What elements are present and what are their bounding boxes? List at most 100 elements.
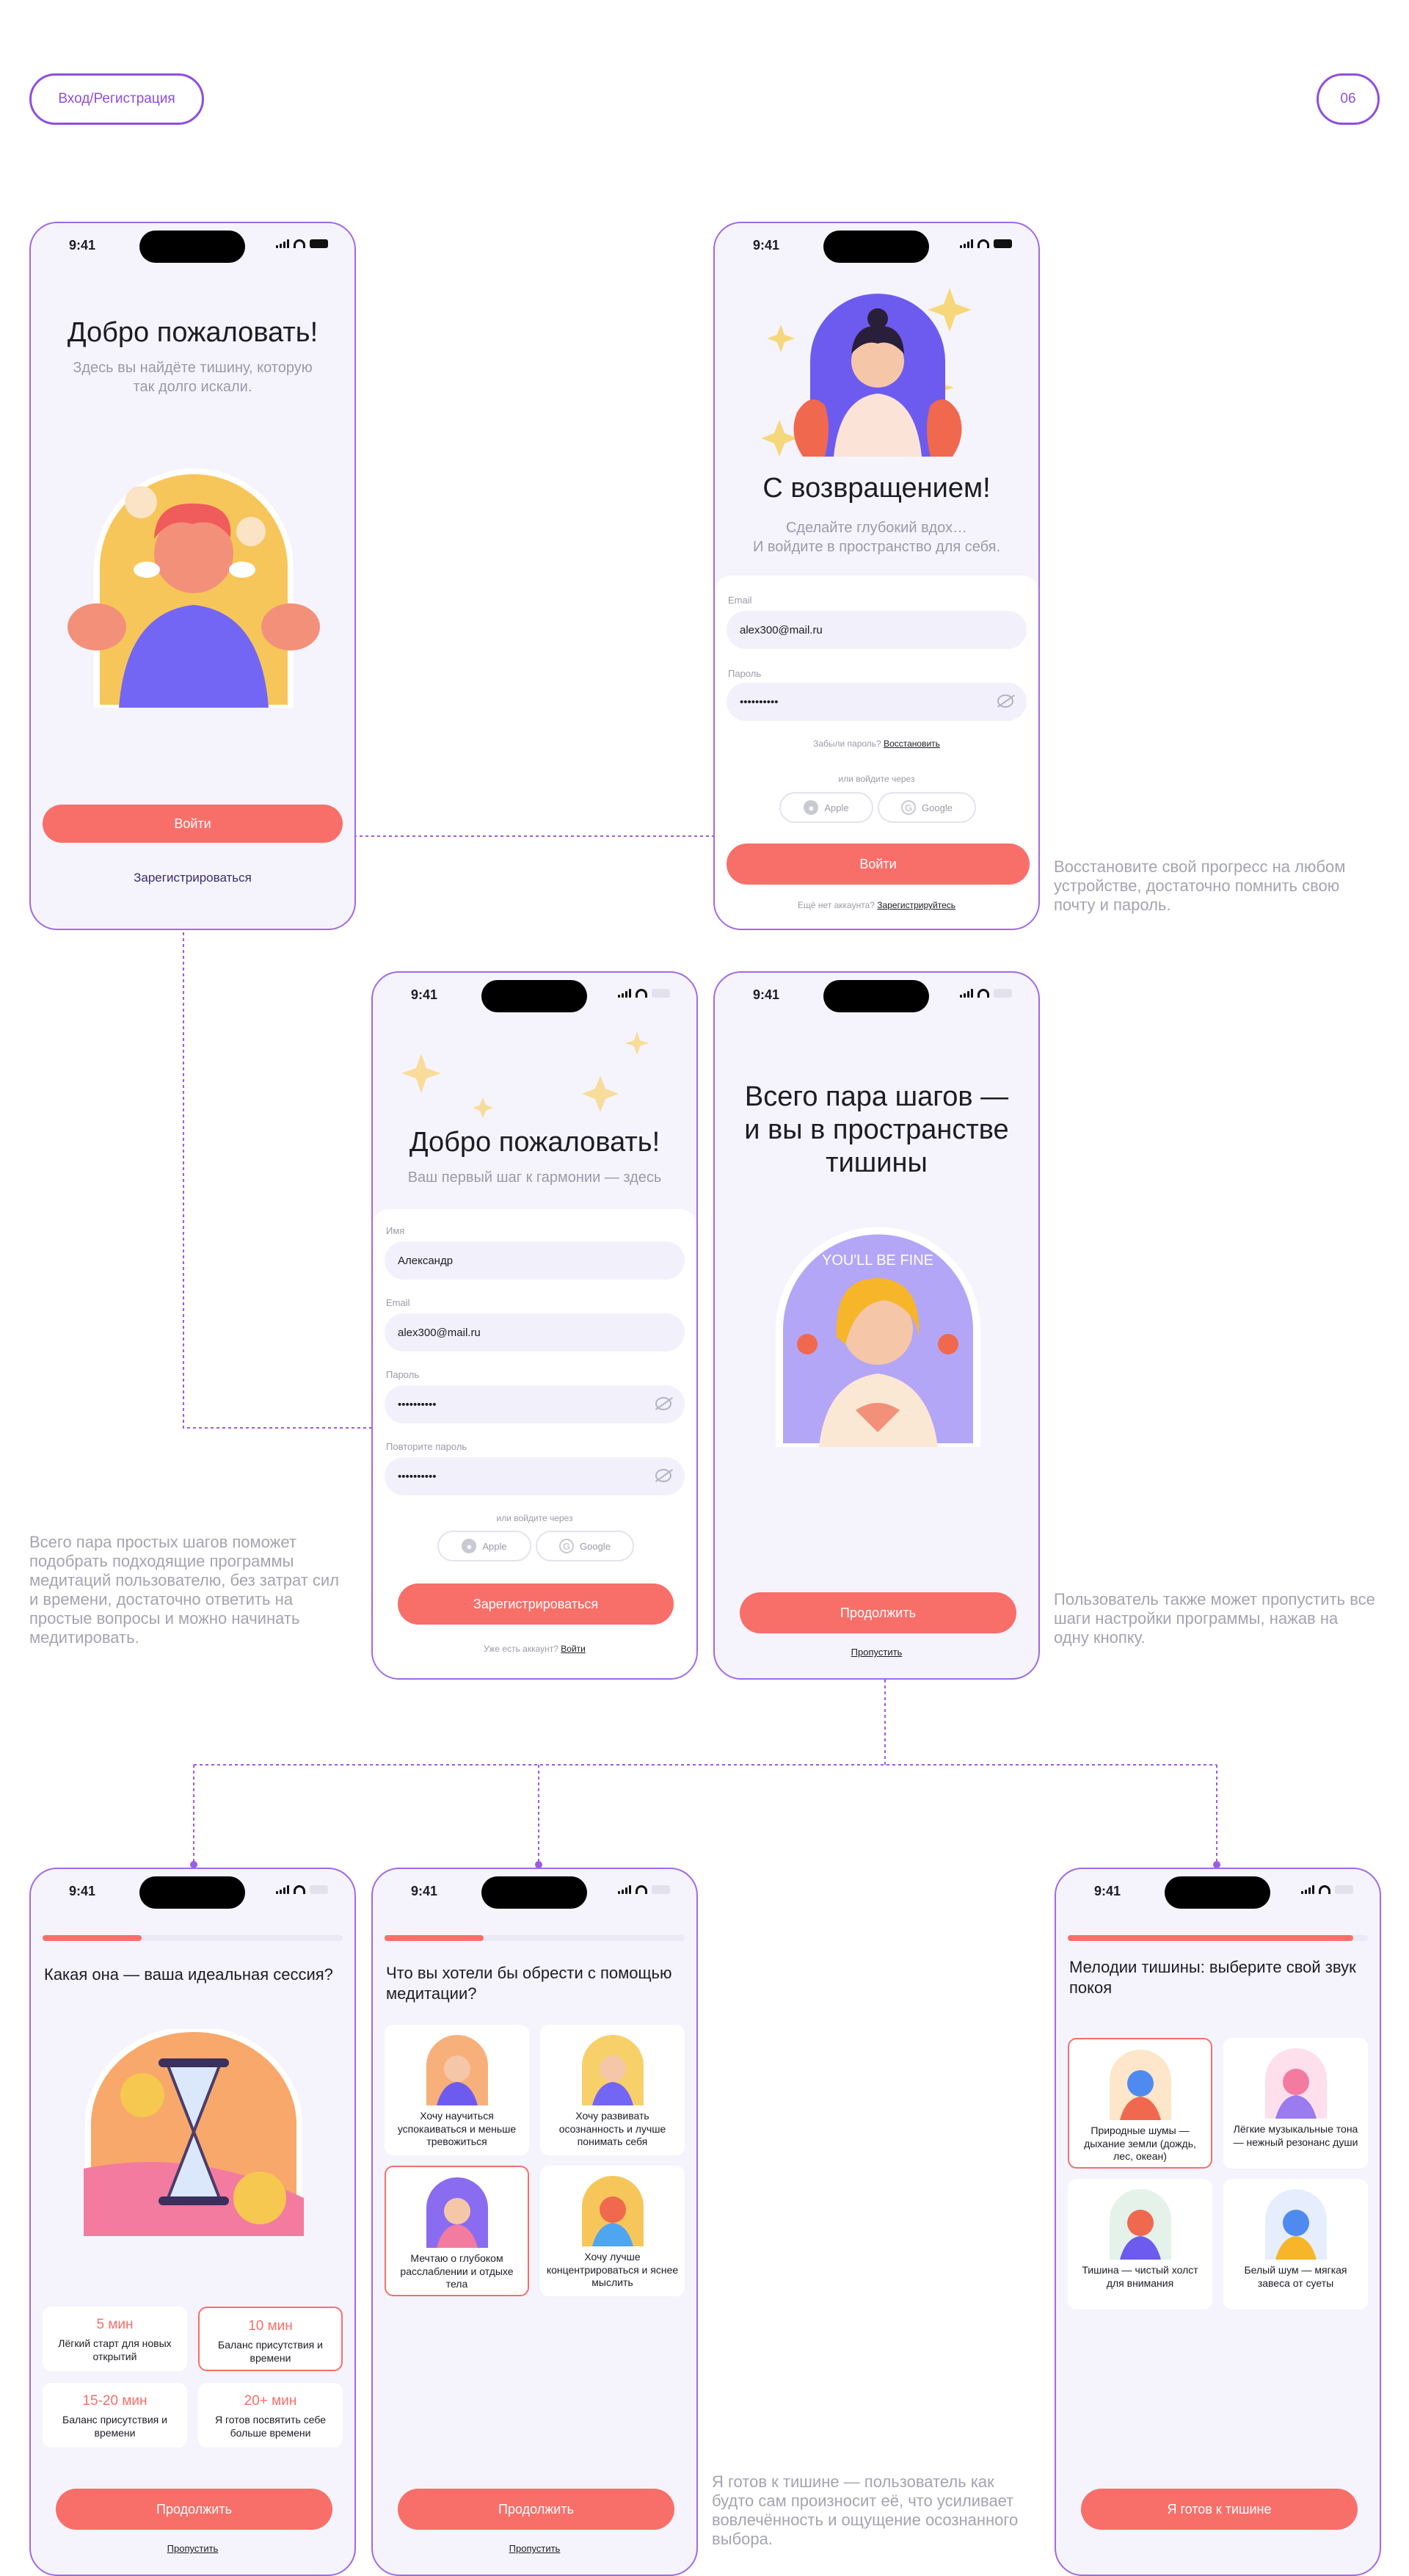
password-label: Пароль	[386, 1369, 420, 1380]
youll-be-fine-illustration: YOU'LL BE FINE	[776, 1227, 980, 1447]
progress-bar	[385, 1935, 685, 1941]
goal-option[interactable]: Хочу развивать осознанность и лучше пони…	[540, 2025, 685, 2155]
option-text: Хочу развивать осознанность и лучше пони…	[558, 2110, 666, 2147]
wifi-icon	[636, 989, 647, 998]
battery-icon	[310, 1885, 328, 1894]
dynamic-island	[139, 231, 245, 263]
dynamic-island	[481, 1876, 587, 1909]
option-illustration	[576, 2032, 649, 2105]
no-account-row: Ещё нет аккаунта? Зарегистрируйтесь	[797, 900, 956, 910]
hide-password-icon[interactable]	[997, 694, 1013, 708]
wifi-icon	[977, 239, 989, 248]
option-text: Хочу лучше концентрироваться и яснее мыс…	[546, 2251, 679, 2288]
wifi-icon	[636, 1885, 647, 1894]
signal-icon	[618, 1885, 631, 1894]
option-illustration	[1104, 2186, 1177, 2260]
page-title: Добро пожаловать!	[67, 317, 318, 348]
session-length-screen: 9:41 Какая она — ваша идеальная сессия? …	[29, 1868, 356, 2576]
status-bar: 9:41	[715, 973, 1038, 1015]
restore-password-link[interactable]: Восстановить	[884, 739, 940, 749]
repeat-password-field[interactable]: ••••••••••	[385, 1457, 685, 1495]
apple-login-button[interactable]: ●Apple	[437, 1531, 531, 1561]
status-bar: 9:41	[373, 1869, 696, 1912]
sound-option[interactable]: Природные шумы — дыхание земли (дождь, л…	[1068, 2038, 1212, 2169]
sound-option[interactable]: Лёгкие музыкальные тона — нежный резонан…	[1223, 2038, 1368, 2169]
status-time: 9:41	[411, 987, 438, 1002]
or-login-via: или войдите через	[838, 774, 915, 784]
option-illustration	[1259, 2045, 1333, 2119]
wifi-icon	[977, 989, 989, 998]
status-bar: 9:41	[715, 223, 1038, 266]
apple-login-button[interactable]: ●Apple	[779, 792, 873, 823]
skip-link[interactable]: Пропустить	[851, 1647, 903, 1658]
skip-link[interactable]: Пропустить	[167, 2543, 219, 2554]
subtitle-line-1: Здесь вы найдёте тишину, которую	[73, 360, 313, 376]
login-link[interactable]: Войти	[561, 1644, 586, 1654]
continue-button[interactable]: Продолжить	[740, 1592, 1016, 1633]
session-option-time: 10 мин	[248, 2318, 293, 2334]
continue-button[interactable]: Продолжить	[398, 2489, 674, 2530]
register-button[interactable]: Зарегистрироваться	[398, 1583, 674, 1625]
hide-password-icon[interactable]	[655, 1397, 671, 1410]
register-form: Имя Александр Email alex300@mail.ru Паро…	[373, 1209, 696, 1678]
session-option-time: 15-20 мин	[82, 2393, 148, 2409]
sound-option[interactable]: Тишина — чистый холст для внимания	[1068, 2179, 1212, 2310]
option-illustration	[420, 2032, 494, 2105]
battery-icon	[994, 239, 1012, 248]
email-field[interactable]: alex300@mail.ru	[727, 611, 1027, 649]
hourglass-illustration	[84, 2029, 304, 2236]
woman-with-tea-illustration	[761, 288, 972, 457]
skip-link[interactable]: Пропустить	[509, 2543, 561, 2554]
wifi-icon	[294, 1885, 305, 1894]
continue-button[interactable]: Продолжить	[56, 2489, 332, 2530]
sparkles-decoration	[401, 1031, 649, 1118]
caption-login: Восстановите свой прогресс на любом устр…	[1054, 857, 1346, 914]
question: Какая она — ваша идеальная сессия?	[44, 1965, 333, 1984]
status-time: 9:41	[753, 987, 780, 1002]
session-option-text: Лёгкий старт для новых открытий	[58, 2337, 172, 2362]
subtitle: Ваш первый шаг к гармонии — здесь	[407, 1169, 662, 1186]
option-illustration	[1104, 2047, 1177, 2120]
status-bar: 9:41	[31, 223, 354, 266]
apple-icon: ●	[462, 1539, 477, 1553]
name-field[interactable]: Александр	[385, 1241, 685, 1280]
hide-password-icon[interactable]	[655, 1469, 671, 1482]
page-title: С возвращением!	[762, 473, 991, 504]
login-button[interactable]: Войти	[727, 843, 1030, 885]
ready-for-silence-button[interactable]: Я готов к тишине	[1081, 2489, 1358, 2530]
badge-text: YOU'LL BE FINE	[822, 1252, 933, 1269]
connector-register	[183, 891, 385, 1429]
login-button[interactable]: Войти	[43, 805, 343, 843]
page-title: Добро пожаловать!	[409, 1127, 660, 1158]
goal-option[interactable]: Хочу научиться успокаиваться и меньше тр…	[385, 2025, 529, 2155]
goal-option[interactable]: Хочу лучше концентрироваться и яснее мыс…	[540, 2166, 685, 2296]
dynamic-island	[823, 980, 929, 1012]
or-login-via: или войдите через	[496, 1513, 573, 1523]
sound-option[interactable]: Белый шум — мягкая завеса от суеты	[1223, 2179, 1368, 2310]
email-field[interactable]: alex300@mail.ru	[385, 1313, 685, 1352]
session-option-text: Баланс присутствия и времени	[218, 2339, 323, 2364]
password-field[interactable]: ••••••••••	[727, 683, 1027, 721]
signal-icon	[618, 989, 631, 998]
subtitle-line-1: Сделайте глубокий вдох…	[785, 520, 968, 536]
register-link[interactable]: Зарегистрируйтесь	[877, 900, 956, 910]
title-line-3: тишины	[826, 1147, 928, 1178]
title-line-1: Всего пара шагов —	[744, 1081, 1009, 1112]
register-link[interactable]: Зарегистрироваться	[134, 871, 252, 885]
email-label: Email	[386, 1297, 410, 1308]
title-line-2: и вы в пространстве	[744, 1114, 1009, 1145]
signal-icon	[960, 989, 973, 998]
wifi-icon	[294, 239, 305, 248]
password-field[interactable]: ••••••••••	[385, 1385, 685, 1423]
battery-icon	[652, 1885, 670, 1894]
battery-icon	[994, 989, 1012, 998]
status-time: 9:41	[69, 1884, 96, 1898]
session-option-text: Баланс присутствия и времени	[62, 2414, 167, 2439]
goal-option[interactable]: Мечтаю о глубоком расслаблении и отдыхе …	[385, 2166, 529, 2296]
